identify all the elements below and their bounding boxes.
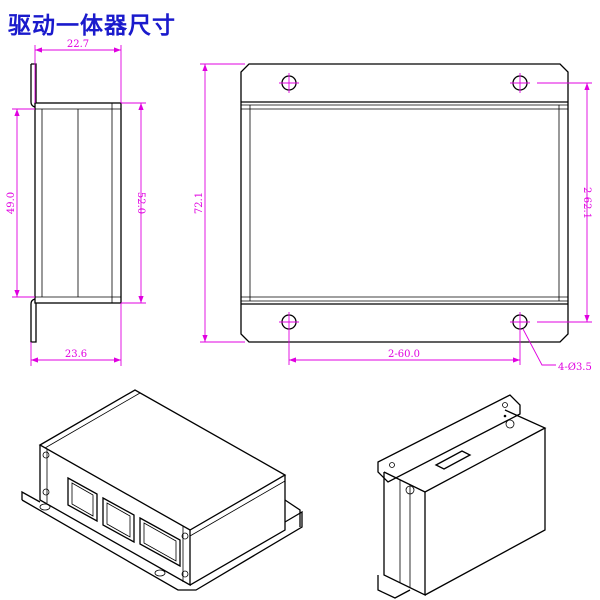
- side-view: 22.7 49.0 52.0 23.6: [6, 39, 146, 366]
- isometric-view-front: [21, 389, 303, 591]
- hole-callout: 4-Ø3.5: [558, 362, 592, 373]
- dim-hole-pitch-vertical: 2-62.1: [581, 187, 592, 219]
- dim-top-width: 22.7: [67, 39, 89, 50]
- isometric-view-rear: [377, 394, 547, 599]
- dim-inner-height: 49.0: [6, 192, 17, 214]
- dim-total-height: 72.1: [194, 192, 205, 214]
- dim-bottom-width: 23.6: [65, 349, 87, 360]
- drawing-title: 驱动一体器尺寸: [8, 12, 176, 39]
- top-view: 72.1 2-62.1 2-60.0 4-Ø3.5: [194, 63, 592, 373]
- dim-hole-pitch-horizontal: 2-60.0: [388, 349, 420, 360]
- dim-outer-height: 52.0: [135, 192, 146, 214]
- mounting-holes: [279, 73, 530, 332]
